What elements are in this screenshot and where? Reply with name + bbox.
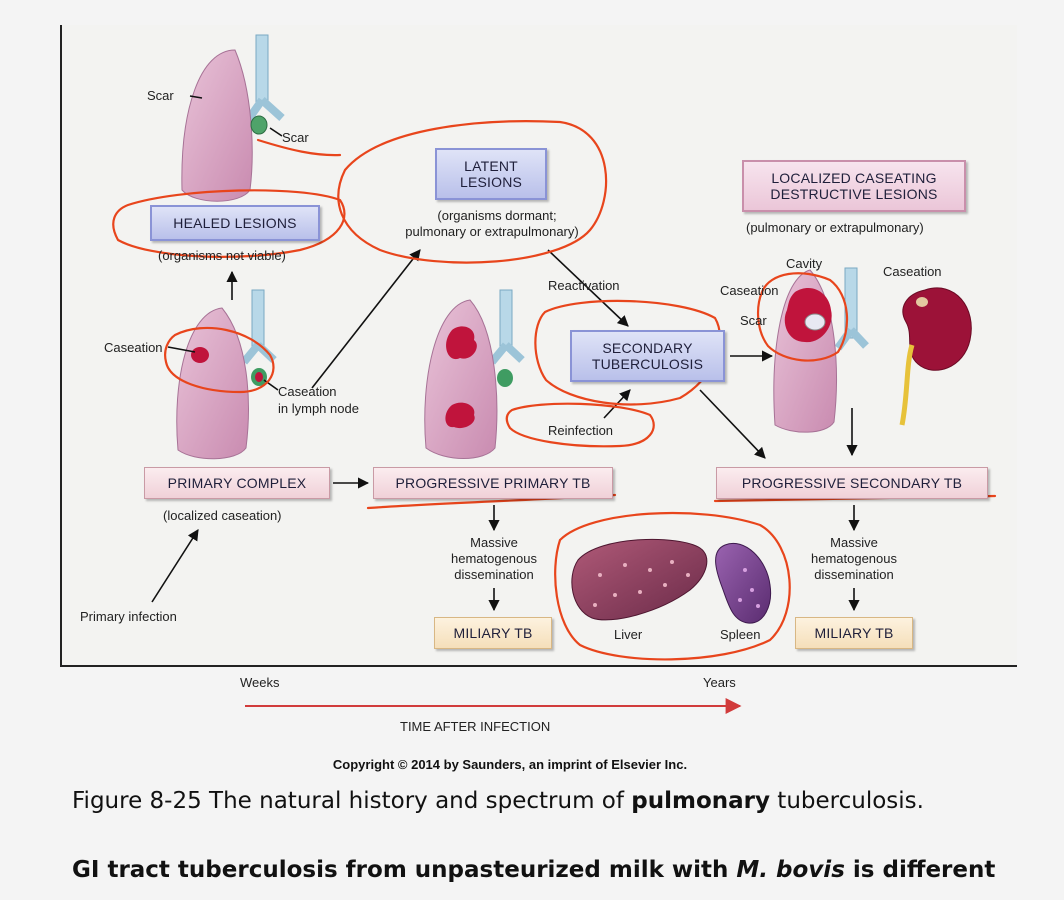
latent-lesions-box: LATENT LESIONS bbox=[435, 148, 547, 200]
massive-left-label-1: Massive bbox=[470, 535, 518, 550]
caseation-mid-label: Caseation bbox=[720, 283, 779, 298]
primary-infection-label: Primary infection bbox=[80, 609, 177, 624]
footer-part2: is different bbox=[844, 857, 996, 883]
flow-arrows bbox=[151, 95, 860, 612]
scar-top-label: Scar bbox=[147, 88, 174, 103]
latent-subtitle-2: pulmonary or extrapulmonary) bbox=[405, 224, 579, 239]
localized-caseating-box: LOCALIZED CASEATING DESTRUCTIVE LESIONS bbox=[742, 160, 966, 212]
caseation-node-label-1: Caseation bbox=[278, 384, 337, 399]
kidney-illustration bbox=[899, 287, 972, 426]
healed-lesions-box: HEALED LESIONS bbox=[150, 205, 320, 241]
liver-illustration bbox=[571, 538, 708, 621]
scar-right-label: Scar bbox=[282, 130, 309, 145]
primary-lung-illustration bbox=[176, 289, 277, 460]
diagram-illustration bbox=[112, 34, 997, 714]
footer-italic: M. bovis bbox=[736, 857, 845, 883]
figure-caption: Figure 8-25 The natural history and spec… bbox=[72, 788, 924, 814]
massive-right-label-2: hematogenous bbox=[810, 551, 897, 566]
progressive-primary-lung-illustration bbox=[424, 289, 525, 459]
caption-prefix: Figure 8-25 The natural history and spec… bbox=[72, 788, 632, 814]
time-axis-label: TIME AFTER INFECTION bbox=[400, 719, 551, 734]
reinfection-label: Reinfection bbox=[548, 423, 614, 438]
secondary-tuberculosis-box: SECONDARY TUBERCULOSIS bbox=[570, 330, 725, 382]
massive-right-label-1: Massive bbox=[830, 535, 878, 550]
footer-note: GI tract tuberculosis from unpasteurized… bbox=[72, 857, 995, 883]
localized-subtitle: (pulmonary or extrapulmonary) bbox=[746, 220, 924, 235]
massive-left-label-2: hematogenous bbox=[450, 551, 537, 566]
caseating-lung-illustration bbox=[773, 267, 869, 433]
caption-bold: pulmonary bbox=[631, 788, 770, 814]
massive-left-label-3: dissemination bbox=[454, 567, 534, 582]
caseation-left-label: Caseation bbox=[104, 340, 163, 355]
primary-complex-subtitle: (localized caseation) bbox=[163, 508, 282, 523]
latent-subtitle-1: (organisms dormant; bbox=[437, 208, 557, 223]
healed-lung-illustration bbox=[181, 34, 285, 202]
miliary-tb-left-box: MILIARY TB bbox=[434, 617, 552, 649]
cavity-label: Cavity bbox=[786, 256, 823, 271]
scar-mid-label: Scar bbox=[740, 313, 767, 328]
weeks-label: Weeks bbox=[240, 675, 280, 690]
spleen-label: Spleen bbox=[720, 627, 761, 642]
liver-label: Liver bbox=[614, 627, 643, 642]
reactivation-label: Reactivation bbox=[548, 278, 620, 293]
progressive-primary-tb-box: PROGRESSIVE PRIMARY TB bbox=[373, 467, 613, 499]
spleen-illustration bbox=[715, 542, 772, 624]
primary-complex-box: PRIMARY COMPLEX bbox=[144, 467, 330, 499]
caption-suffix: tuberculosis. bbox=[770, 788, 924, 814]
massive-right-label-3: dissemination bbox=[814, 567, 894, 582]
years-label: Years bbox=[703, 675, 736, 690]
caseation-node-label-2: in lymph node bbox=[278, 401, 359, 416]
footer-part1: GI tract tuberculosis from unpasteurized… bbox=[72, 857, 737, 883]
healed-subtitle: (organisms not viable) bbox=[158, 248, 286, 263]
progressive-secondary-tb-box: PROGRESSIVE SECONDARY TB bbox=[716, 467, 988, 499]
miliary-tb-right-box: MILIARY TB bbox=[795, 617, 913, 649]
copyright-text: Copyright © 2014 by Saunders, an imprint… bbox=[332, 757, 688, 772]
caseation-kidney-label: Caseation bbox=[883, 264, 942, 279]
